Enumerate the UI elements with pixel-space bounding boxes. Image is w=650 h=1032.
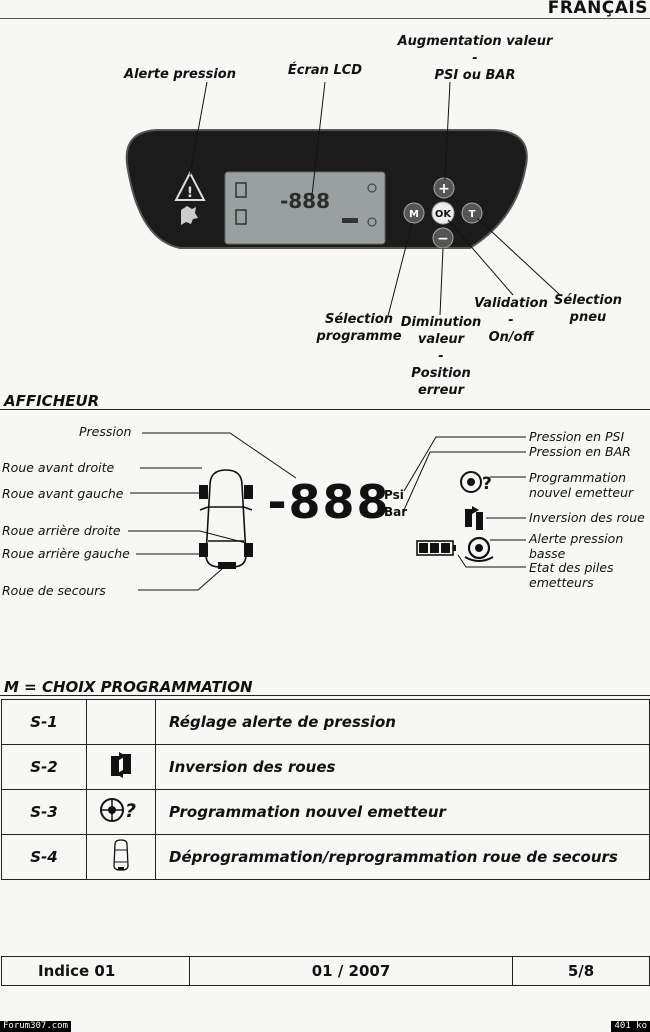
bar-pressure-label: Pression en BAR xyxy=(529,444,631,459)
choix-rule xyxy=(0,695,650,696)
battery-icon xyxy=(416,540,456,556)
wheel-segments xyxy=(199,485,253,569)
row-icon-empty xyxy=(86,699,156,745)
footer-date: 01 / 2007 xyxy=(189,956,513,986)
spare-wheel-label: Roue de secours xyxy=(2,583,106,598)
battery-status-label-2: emetteurs xyxy=(529,575,594,590)
row-code: S-1 xyxy=(1,699,87,745)
svg-text:−: − xyxy=(437,231,449,247)
row-text: Déprogrammation/reprogrammation roue de … xyxy=(155,834,650,880)
row-text: Programmation nouvel emetteur xyxy=(155,789,650,835)
row-text: Inversion des roues xyxy=(155,744,650,790)
error-position-label-2: erreur xyxy=(417,383,465,398)
watermark-left: Forum307.com xyxy=(0,1021,72,1032)
select-program-label-1: Sélection xyxy=(324,312,393,327)
device-leader-lines xyxy=(189,81,561,317)
footer-table: Indice 01 01 / 2007 5/8 xyxy=(1,956,650,986)
increase-separator: - xyxy=(472,51,478,66)
svg-text:?: ? xyxy=(125,800,136,822)
svg-text:OK: OK xyxy=(435,209,453,220)
svg-text:!: ! xyxy=(187,185,193,201)
minus-button[interactable]: − xyxy=(432,227,454,249)
watermark-right: 401 ko xyxy=(611,1021,650,1032)
footer-index: Indice 01 xyxy=(1,956,190,986)
alert-triangle-icon: ! xyxy=(174,170,206,201)
increase-value-label: Augmentation valeur xyxy=(397,34,553,49)
device-diagram: ! -888 + OK − M T xyxy=(125,81,561,317)
validation-label: Validation xyxy=(474,296,548,311)
alert-pressure-label: Alerte pression xyxy=(124,67,236,82)
unit-psi: Psi xyxy=(384,488,404,502)
pressure-label: Pression xyxy=(79,424,132,439)
rear-left-wheel-label: Roue arrière gauche xyxy=(2,546,130,561)
svg-text:T: T xyxy=(469,209,476,220)
low-pressure-label-2: basse xyxy=(529,546,566,561)
language-label: FRANÇAIS xyxy=(547,0,648,18)
afficheur-rule xyxy=(0,409,650,410)
row-code: S-3 xyxy=(1,789,87,835)
front-left-wheel-label: Roue avant gauche xyxy=(2,486,124,501)
select-tyre-label-1: Sélection xyxy=(553,293,622,308)
validation-separator: - xyxy=(508,313,514,328)
low-pressure-label-1: Alerte pression xyxy=(529,531,624,546)
new-transmitter-icon: ? xyxy=(100,798,136,822)
afficheur-title: AFFICHEUR xyxy=(4,392,100,410)
peugeot-logo-icon xyxy=(181,206,198,225)
select-program-label-2: programme xyxy=(316,329,402,344)
decrease-value-label-2: valeur xyxy=(417,332,465,347)
lcd-screen-label: Écran LCD xyxy=(287,63,363,78)
table-row: S-3 ? Programmation nouvel emetteur xyxy=(1,789,650,835)
svg-text:M: M xyxy=(409,209,419,220)
decrease-value-label-1: Diminution xyxy=(400,315,482,330)
decrease-separator: - xyxy=(438,349,444,364)
row-code: S-2 xyxy=(1,744,87,790)
table-row: S-4 Déprogrammation/reprogrammation roue… xyxy=(1,834,650,880)
front-right-wheel-label: Roue avant droite xyxy=(2,460,115,475)
new-transmitter-icon: ? xyxy=(460,471,492,494)
row-text: Réglage alerte de pression xyxy=(155,699,650,745)
program-transmitter-label-2: nouvel emetteur xyxy=(529,485,634,500)
display-digits: -888 xyxy=(267,475,390,529)
select-tyre-label-2: pneu xyxy=(569,310,607,325)
spare-wheel-car-icon xyxy=(113,839,129,871)
battery-status-label-1: Etat des piles xyxy=(529,560,614,575)
m-button[interactable]: M xyxy=(403,202,425,224)
svg-text:+: + xyxy=(438,181,450,197)
row-code: S-4 xyxy=(1,834,87,880)
rotate-wheels-icon xyxy=(111,752,131,778)
low-pressure-alert-icon xyxy=(464,536,494,562)
ok-button[interactable]: OK xyxy=(431,201,455,225)
plus-button[interactable]: + xyxy=(433,177,455,199)
header-rule xyxy=(0,18,650,19)
lcd-digits: -888 xyxy=(280,189,330,213)
rear-right-wheel-label: Roue arrière droite xyxy=(2,523,121,538)
program-table: S-1 Réglage alerte de pression S-2 Inver… xyxy=(1,699,650,880)
display-diagram: -888 Psi Bar ? xyxy=(128,432,526,591)
onoff-label: On/off xyxy=(488,330,534,345)
wheel-inversion-label: Inversion des roue xyxy=(529,510,645,525)
unit-bar: Bar xyxy=(384,505,407,519)
footer-page: 5/8 xyxy=(512,956,650,986)
psi-pressure-label: Pression en PSI xyxy=(529,429,625,444)
svg-text:?: ? xyxy=(482,474,492,494)
choix-title: M = CHOIX PROGRAMMATION xyxy=(4,678,253,696)
display-leader-lines xyxy=(128,432,526,591)
psi-bar-label: PSI ou BAR xyxy=(434,68,516,83)
error-position-label-1: Position xyxy=(411,366,471,381)
table-row: S-2 Inversion des roues xyxy=(1,744,650,790)
table-row: S-1 Réglage alerte de pression xyxy=(1,699,650,745)
rotate-wheels-icon xyxy=(465,506,483,530)
lcd-screen xyxy=(224,171,386,245)
program-transmitter-label-1: Programmation xyxy=(529,470,627,485)
